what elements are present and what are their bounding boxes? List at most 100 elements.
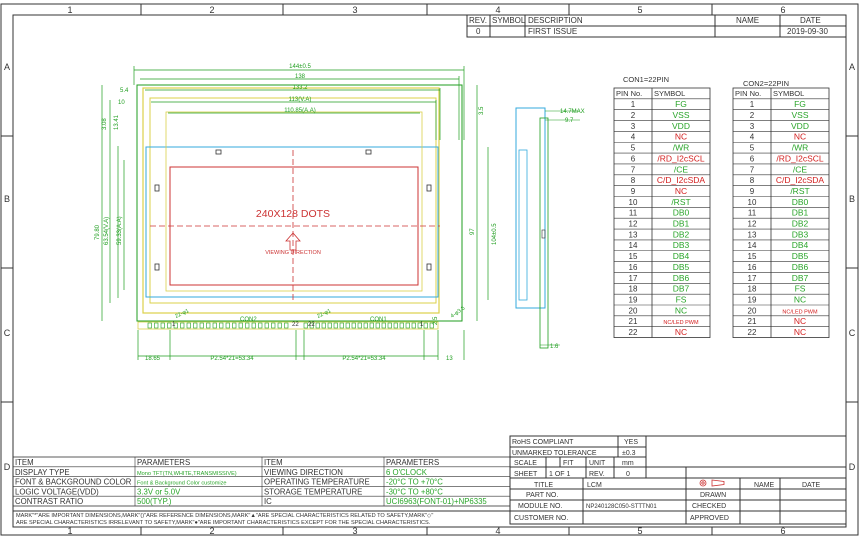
pin-symbol: FS xyxy=(795,284,806,294)
title-label: TITLE xyxy=(534,482,553,489)
pin-symbol: DB4 xyxy=(673,251,690,261)
dim-63-54: 63.54(V.A) xyxy=(104,217,110,245)
col-label-top: 2 xyxy=(209,5,214,15)
pin-symbol: DB5 xyxy=(673,262,690,272)
bezel-inner xyxy=(149,97,437,304)
pin-number: 13 xyxy=(629,230,638,239)
con1-pad xyxy=(411,322,416,329)
con1-pad xyxy=(333,322,338,329)
spec-value: 6 O'CLOCK xyxy=(386,468,428,477)
pin-number: 10 xyxy=(629,198,638,207)
con1-pad xyxy=(369,322,374,329)
spec-value: 500(TYP.) xyxy=(137,497,172,506)
spec-item: OPERATING TEMPERATURE xyxy=(264,478,370,487)
view-area xyxy=(165,111,423,292)
pin-number: 5 xyxy=(631,144,636,153)
dim-14-7: 14.7MAX xyxy=(560,109,585,115)
pin-symbol: DB3 xyxy=(792,229,809,239)
dim-pitch-left: P2.54*21=53.34 xyxy=(210,356,254,362)
pin-number: 21 xyxy=(748,317,757,326)
date-label: DATE xyxy=(802,482,820,489)
pin-symbol: DB1 xyxy=(792,208,809,218)
row-label-right: C xyxy=(849,328,856,338)
unit-label: UNIT xyxy=(589,460,606,467)
con2-pad xyxy=(199,322,204,329)
dim-144: 144±0.5 xyxy=(289,64,311,70)
con1-pad xyxy=(321,322,326,329)
pin-symbol: C/D_I2cSDA xyxy=(776,175,825,185)
pin-symbol: DB2 xyxy=(673,229,690,239)
spec-item: LOGIC VOLTAGE(VDD) xyxy=(15,487,99,496)
pin-symbol: NC xyxy=(794,316,806,326)
dim-3-08: 3.08 xyxy=(102,118,108,130)
connector-pads xyxy=(147,322,434,329)
pin-number: 21 xyxy=(629,317,638,326)
customer-label: CUSTOMER NO. xyxy=(514,515,568,522)
con2-title: CON2=22PIN xyxy=(743,79,789,88)
col-label-bottom: 5 xyxy=(637,526,642,536)
pin-number: 2 xyxy=(750,111,755,120)
spec-value: UCI6963(FONT-01)+NP6335 xyxy=(386,497,487,506)
con2-pad xyxy=(154,322,159,329)
dim-59-33: 59.33(A.A) xyxy=(117,216,123,245)
col-label-top: 1 xyxy=(67,5,72,15)
con2-pad xyxy=(277,322,282,329)
title-block: RoHS COMPLIANT YES UNMARKED TOLERANCE ±0… xyxy=(509,435,847,525)
pin-symbol: DB3 xyxy=(673,240,690,250)
pin-number: 20 xyxy=(748,306,757,315)
con1-label: CON1 xyxy=(370,317,387,323)
con2-label: CON2 xyxy=(240,317,257,323)
date-value: 2019-09-30 xyxy=(787,27,828,36)
dim-104: 104±0.5 xyxy=(492,223,498,245)
dimension-lines xyxy=(101,66,489,360)
pin-number: 13 xyxy=(748,230,757,239)
pin-symbol: FG xyxy=(794,99,806,109)
pin-symbol: /RST xyxy=(790,186,809,196)
con1-pad xyxy=(387,322,392,329)
pin-symbol: DB7 xyxy=(792,273,809,283)
spec-header: ITEM xyxy=(264,458,283,467)
pin-symbol: DB4 xyxy=(792,240,809,250)
pin-symbol: /RD_I2cSCL xyxy=(776,153,824,163)
pin-number: 3 xyxy=(631,122,636,131)
pin-number: 16 xyxy=(748,263,757,272)
con2-pad xyxy=(167,322,172,329)
con1-pad xyxy=(351,322,356,329)
con1-pad xyxy=(303,322,308,329)
con1-pad xyxy=(393,322,398,329)
con1-pad xyxy=(357,322,362,329)
con1-pad xyxy=(345,322,350,329)
viewing-direction-label: VIEWING DIRECTION xyxy=(265,250,321,256)
pin-number: 19 xyxy=(748,295,757,304)
rev-label: REV. xyxy=(589,471,605,478)
con1-pad xyxy=(315,322,320,329)
pin-symbol: NC xyxy=(675,132,687,142)
col-label-top: 4 xyxy=(495,5,500,15)
hole-label-a: 22-φ1 xyxy=(174,308,190,320)
con1-title: CON1=22PIN xyxy=(623,75,669,84)
con1-pad xyxy=(417,322,422,329)
pin-symbol: C/D_I2cSDA xyxy=(657,175,706,185)
col-label-top: 3 xyxy=(352,5,357,15)
sheet-value: 1 OF 1 xyxy=(549,471,571,478)
con2-pad xyxy=(264,322,269,329)
pin-symbol: DB1 xyxy=(673,219,690,229)
con2-pad xyxy=(206,322,211,329)
title-value: LCM xyxy=(587,482,602,489)
pin-symbol: NC/LED PWM xyxy=(782,309,818,315)
pin-number: 16 xyxy=(629,263,638,272)
dim-2-5: 2.5 xyxy=(433,316,439,325)
pin-symbol: DB6 xyxy=(673,273,690,283)
pin-number: 8 xyxy=(750,176,755,185)
pin1-right: 1 xyxy=(420,322,424,328)
pin-symbol: NC xyxy=(794,327,806,337)
tolerance-value: ±0.3 xyxy=(622,450,636,457)
con1-pad xyxy=(375,322,380,329)
dim-1-6: 1.6 xyxy=(550,344,559,350)
pin-symbol: /RST xyxy=(671,197,690,207)
con2-pad xyxy=(258,322,263,329)
pin-number: 15 xyxy=(748,252,757,261)
pin-symbol: FS xyxy=(676,294,687,304)
